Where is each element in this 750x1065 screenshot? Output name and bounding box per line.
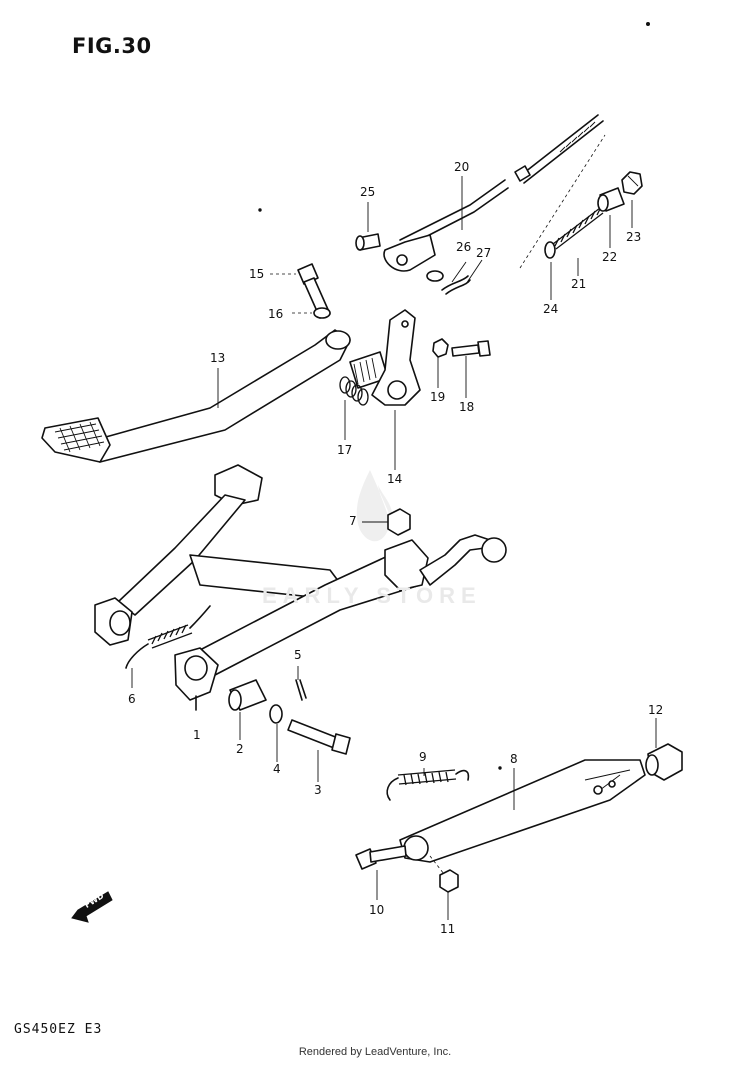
callout-1: 1 bbox=[193, 728, 201, 742]
main-stand-group bbox=[94, 464, 507, 755]
part-3-bolt bbox=[287, 719, 339, 749]
part-11-nut bbox=[439, 869, 459, 893]
part-1-boss bbox=[384, 539, 429, 591]
part-13-pedal bbox=[94, 329, 351, 463]
callout-8: 8 bbox=[510, 752, 518, 766]
callout-19: 19 bbox=[430, 390, 446, 404]
credit-text: Rendered by LeadVenture, Inc. bbox=[298, 1046, 452, 1058]
side-stand-group bbox=[355, 743, 683, 893]
part-4-washer bbox=[269, 704, 283, 724]
model-code: GS450EZ E3 bbox=[14, 1022, 103, 1037]
part-clevis bbox=[383, 234, 436, 272]
callout-12: 12 bbox=[648, 703, 664, 717]
part-26-washer bbox=[426, 270, 444, 282]
part-20-rod bbox=[399, 179, 506, 241]
part-19-nut bbox=[432, 338, 449, 358]
callout-18: 18 bbox=[459, 400, 475, 414]
fwd-arrow-icon bbox=[71, 891, 113, 923]
threaded-rod bbox=[519, 114, 599, 177]
callout-5: 5 bbox=[294, 648, 302, 662]
callout-leaders bbox=[131, 176, 657, 920]
watermark-text: EARLY STORE bbox=[262, 583, 482, 608]
watermark-flame bbox=[356, 470, 393, 542]
part-6-spring bbox=[125, 605, 211, 669]
callout-17: 17 bbox=[337, 443, 353, 457]
callout-14: 14 bbox=[387, 472, 403, 486]
callout-21: 21 bbox=[571, 277, 587, 291]
part-16-washer bbox=[313, 307, 331, 319]
part-21-spring bbox=[552, 206, 604, 250]
part-5-clip bbox=[295, 679, 307, 701]
figure-title: FIG.30 bbox=[72, 34, 152, 58]
callout-3: 3 bbox=[314, 783, 322, 797]
callout-16: 16 bbox=[268, 307, 284, 321]
part-7-nut bbox=[387, 508, 411, 536]
callout-25: 25 bbox=[360, 185, 376, 199]
callout-15: 15 bbox=[249, 267, 265, 281]
callout-20: 20 bbox=[454, 160, 470, 174]
callout-2: 2 bbox=[236, 742, 244, 756]
part-23-nut bbox=[621, 171, 643, 195]
callout-9: 9 bbox=[419, 750, 427, 764]
part-8-bar bbox=[399, 759, 646, 863]
callout-7: 7 bbox=[349, 514, 357, 528]
callout-13: 13 bbox=[210, 351, 226, 365]
part-1-kick-arm bbox=[419, 534, 491, 586]
callout-11: 11 bbox=[440, 922, 456, 936]
callout-23: 23 bbox=[626, 230, 642, 244]
part-27-cotter bbox=[441, 275, 471, 295]
brake-rod-group bbox=[355, 114, 643, 295]
callout-27: 27 bbox=[476, 246, 492, 260]
part-9-spring bbox=[386, 769, 470, 801]
callout-26: 26 bbox=[456, 240, 472, 254]
callout-24: 24 bbox=[543, 302, 559, 316]
part-24-washer bbox=[544, 241, 556, 259]
callout-4: 4 bbox=[273, 762, 281, 776]
callout-6: 6 bbox=[128, 692, 136, 706]
part-17-spring bbox=[339, 376, 369, 406]
part-18-bolt bbox=[451, 344, 480, 357]
part-1-leg-left bbox=[117, 494, 246, 616]
callout-22: 22 bbox=[602, 250, 618, 264]
callout-10: 10 bbox=[369, 903, 385, 917]
brake-pedal-group bbox=[41, 263, 491, 463]
part-14-arm bbox=[371, 309, 421, 406]
